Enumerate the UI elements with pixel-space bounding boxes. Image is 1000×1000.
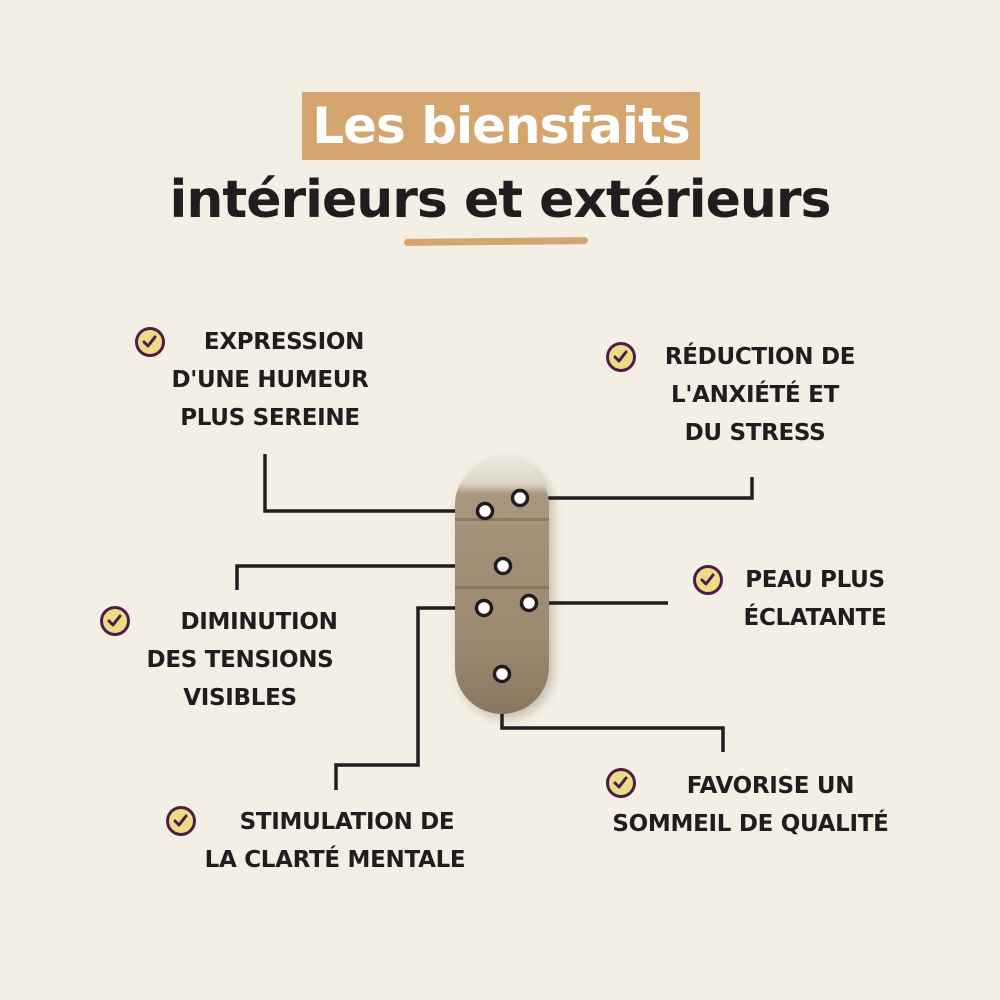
benefit-line: VISIBLES bbox=[183, 685, 297, 711]
page-title-highlight: Les biensfaits bbox=[312, 97, 690, 155]
benefit-mental-clarity: STIMULATION DE LA CLARTÉ MENTALE bbox=[185, 803, 485, 879]
benefit-line: PLUS SEREINE bbox=[180, 405, 360, 431]
benefit-line: D'UNE HUMEUR bbox=[171, 367, 369, 393]
benefit-line: PEAU PLUS bbox=[745, 567, 885, 593]
benefit-line: STIMULATION DE bbox=[239, 809, 455, 835]
benefit-line: DU STRESS bbox=[684, 420, 826, 446]
connector-dot bbox=[475, 501, 495, 521]
title-highlight-box bbox=[302, 92, 700, 160]
benefit-line: EXPRESSION bbox=[203, 329, 365, 355]
connector-dot bbox=[492, 664, 512, 684]
check-circle-icon bbox=[606, 342, 636, 372]
benefit-line: DES TENSIONS bbox=[146, 647, 334, 673]
benefit-line: FAVORISE UN bbox=[686, 773, 855, 799]
check-circle-icon bbox=[606, 768, 636, 798]
benefit-sleep: FAVORISE UN SOMMEIL DE QUALITÉ bbox=[598, 767, 903, 843]
connector-dot bbox=[510, 488, 530, 508]
benefit-mood: EXPRESSION D'UNE HUMEUR PLUS SEREINE bbox=[150, 323, 390, 437]
benefit-line: LA CLARTÉ MENTALE bbox=[204, 847, 466, 873]
page-title-subline: intérieurs et extérieurs bbox=[169, 170, 832, 230]
check-circle-icon bbox=[100, 606, 130, 636]
connector-dot bbox=[493, 556, 513, 576]
benefit-line: SOMMEIL DE QUALITÉ bbox=[612, 811, 889, 837]
benefit-anxiety: RÉDUCTION DE L'ANXIÉTÉ ET DU STRESS bbox=[630, 338, 880, 452]
check-circle-icon bbox=[693, 565, 723, 595]
benefit-line: ÉCLATANTE bbox=[743, 605, 887, 631]
check-circle-icon bbox=[135, 327, 165, 357]
benefit-line: DIMINUTION bbox=[180, 609, 338, 635]
connector-dot bbox=[519, 593, 539, 613]
benefit-line: L'ANXIÉTÉ ET bbox=[671, 382, 839, 408]
connector-dot bbox=[474, 598, 494, 618]
check-circle-icon bbox=[166, 806, 196, 836]
benefit-tensions: DIMINUTION DES TENSIONS VISIBLES bbox=[120, 603, 360, 717]
benefit-line: RÉDUCTION DE bbox=[664, 344, 856, 370]
benefit-skin: PEAU PLUS ÉCLATANTE bbox=[725, 561, 905, 637]
